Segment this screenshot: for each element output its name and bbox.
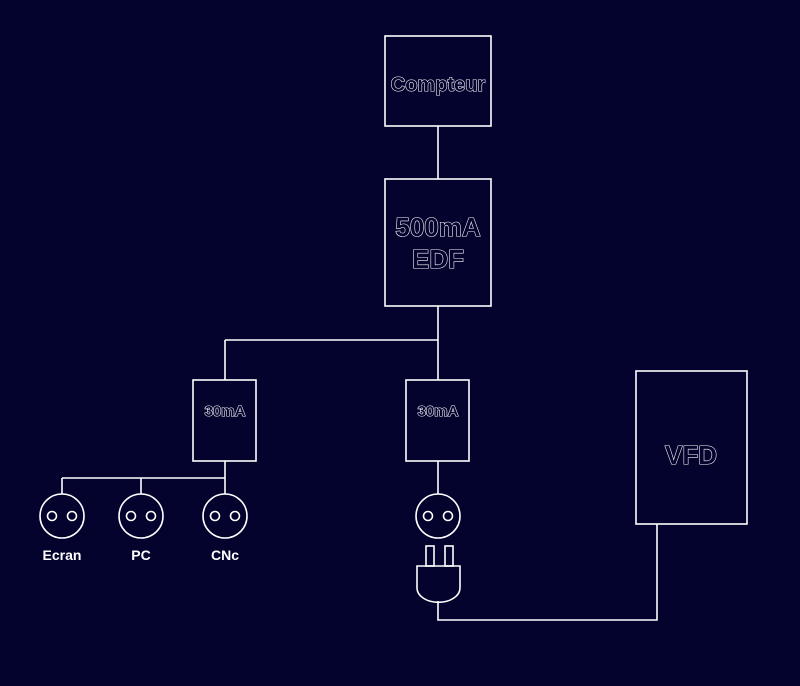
socket-pc: PC bbox=[118, 493, 164, 563]
main-breaker-box: 500mA EDF bbox=[384, 178, 492, 307]
socket-icon bbox=[39, 493, 85, 539]
socket-ecran: Ecran bbox=[39, 493, 85, 563]
rcd-right-label: 30mA bbox=[418, 403, 459, 420]
socket-icon bbox=[118, 493, 164, 539]
rcd-left-label: 30mA bbox=[205, 403, 246, 420]
rcd-left-box: 30mA bbox=[192, 379, 257, 462]
socket-label-cnc: CNc bbox=[211, 547, 239, 563]
socket-icon bbox=[202, 493, 248, 539]
wire-plug-to-vfd bbox=[437, 524, 658, 621]
rcd-right-box: 30mA bbox=[405, 379, 470, 462]
socket-vfd-supply bbox=[415, 493, 461, 539]
vfd-label: VFD bbox=[665, 440, 717, 470]
main-breaker-line2: EDF bbox=[412, 244, 464, 274]
socket-icon bbox=[415, 493, 461, 539]
vfd-box: VFD bbox=[635, 370, 748, 525]
wires bbox=[61, 126, 658, 621]
socket-label-pc: PC bbox=[131, 547, 150, 563]
socket-label-ecran: Ecran bbox=[43, 547, 82, 563]
compteur-label: Compteur bbox=[391, 74, 486, 96]
main-breaker-line1: 500mA bbox=[395, 212, 480, 242]
socket-cnc: CNc bbox=[202, 493, 248, 563]
compteur-box: Compteur bbox=[384, 35, 492, 127]
plug-icon bbox=[416, 545, 461, 604]
